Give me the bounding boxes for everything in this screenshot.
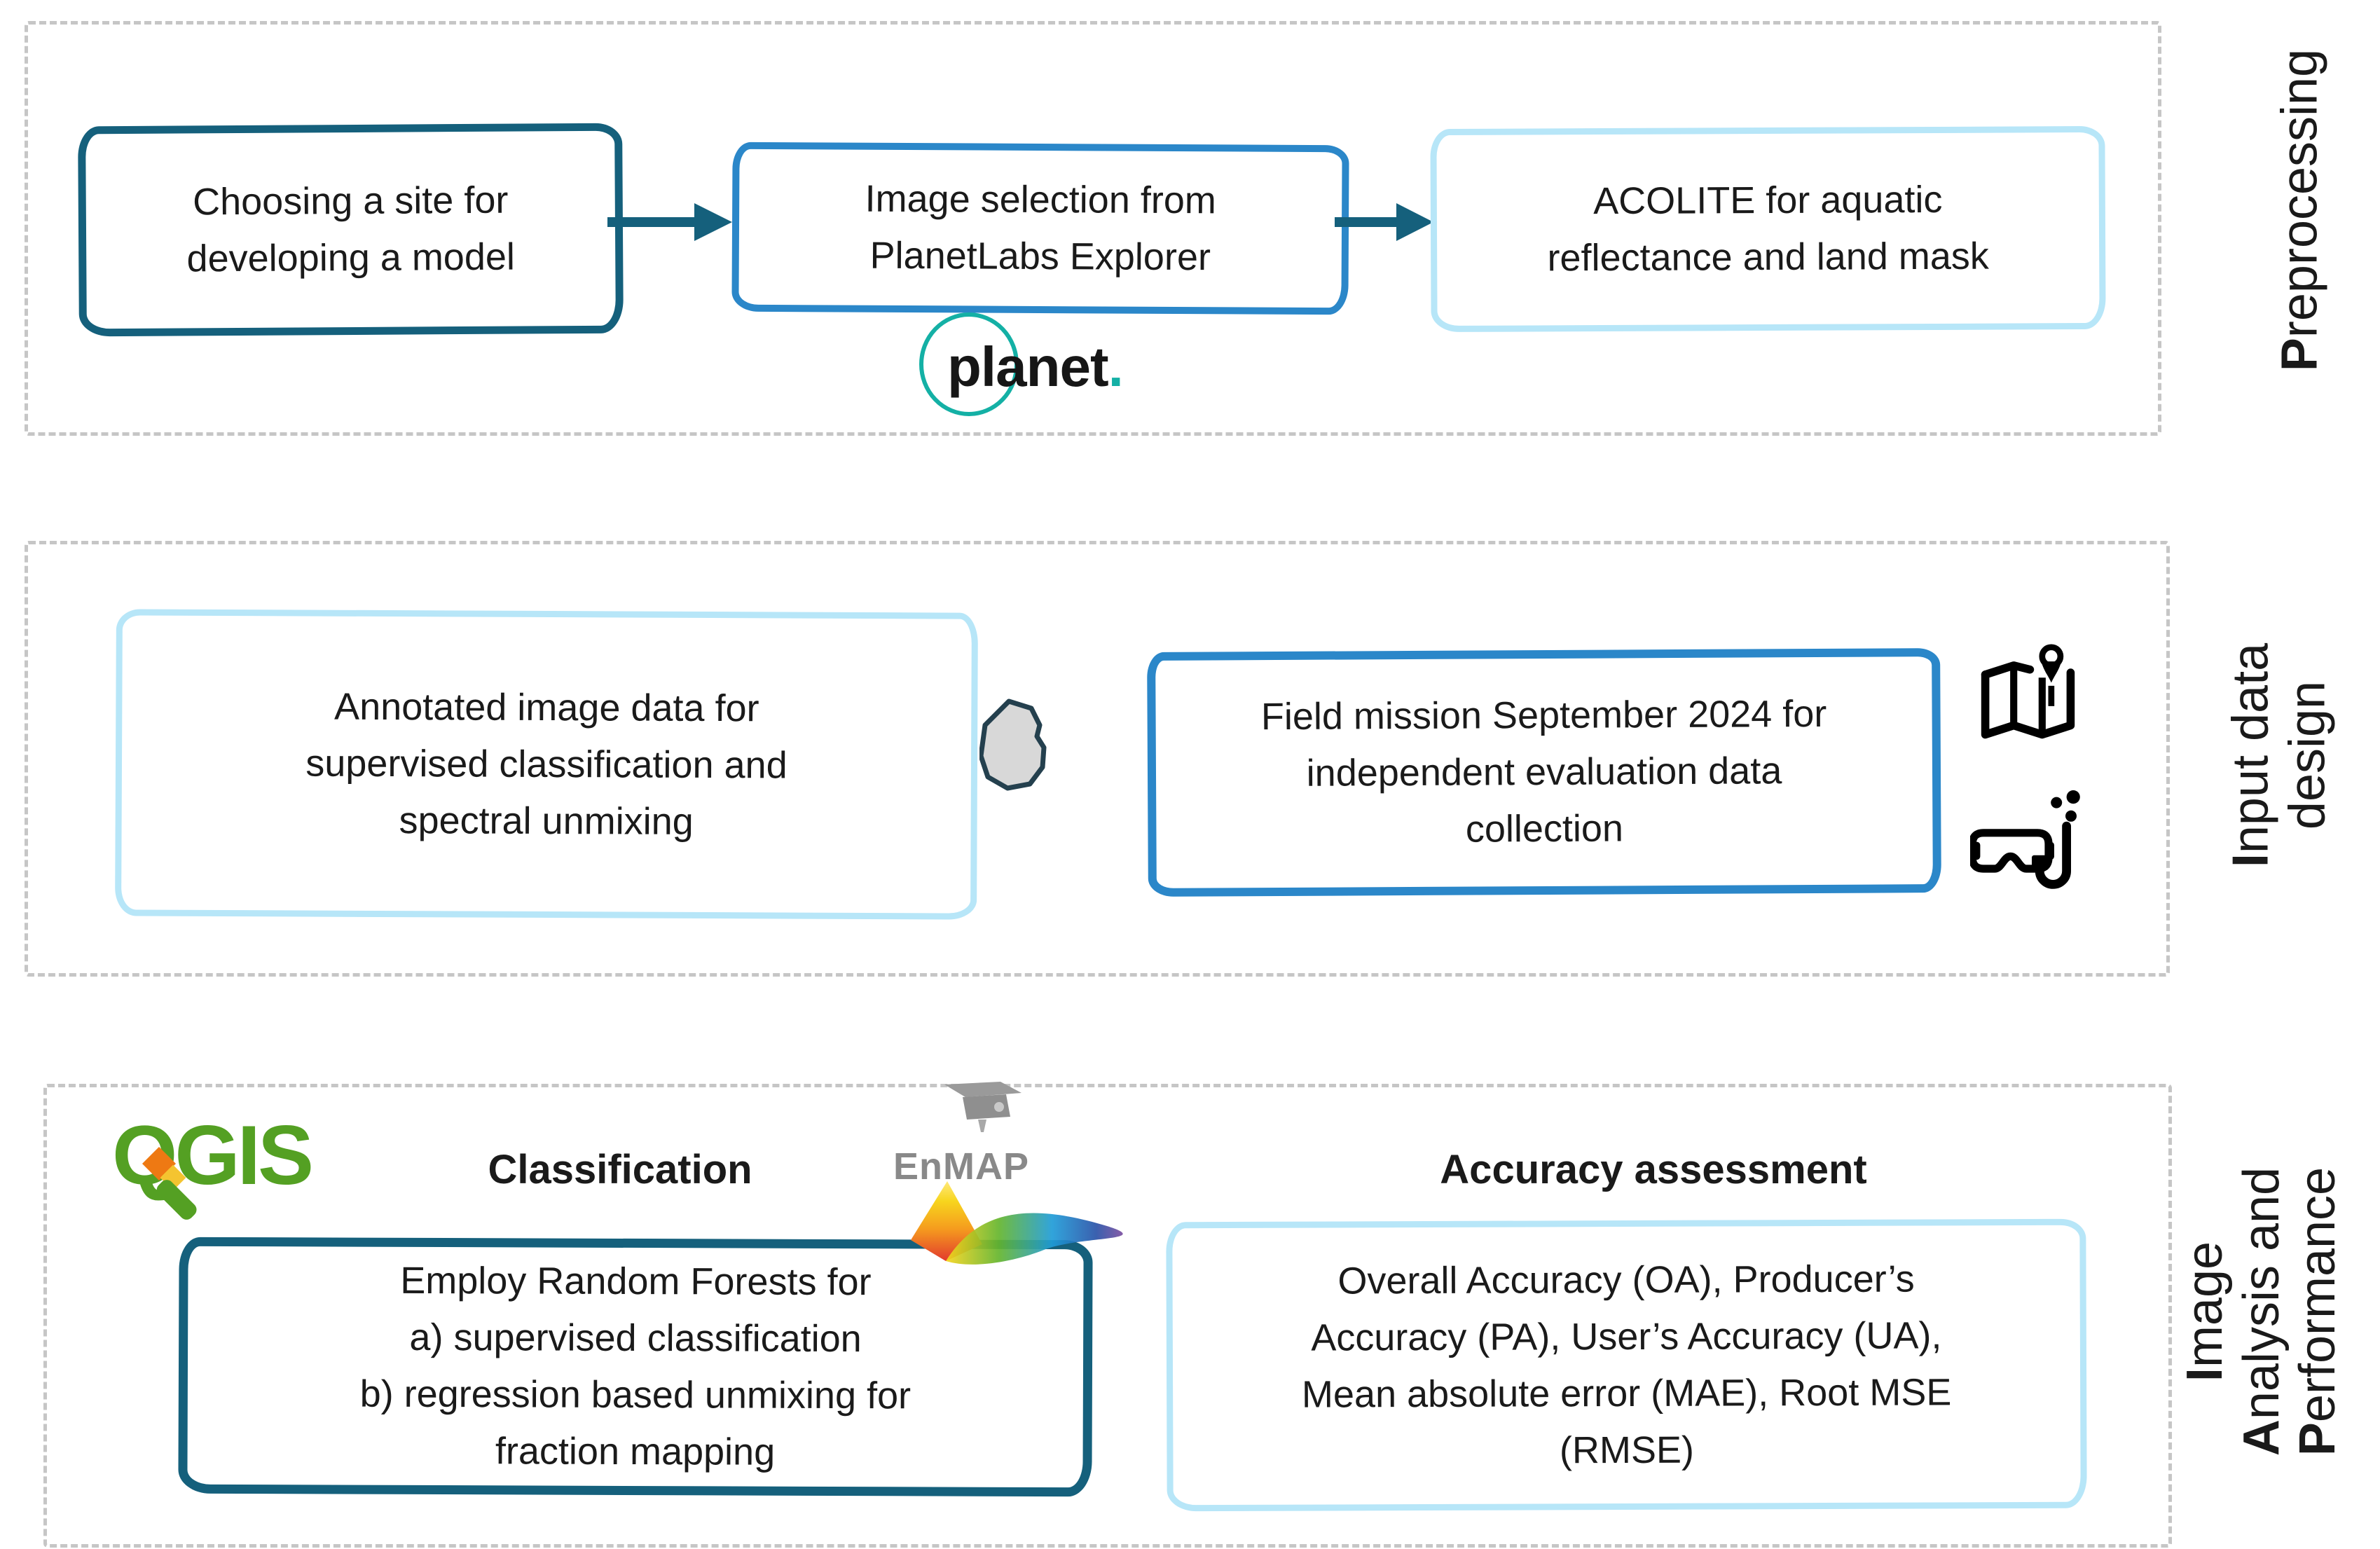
box-field-mission-text: Field mission September 2024 for indepen…: [1260, 692, 1827, 851]
enmap-logo: EnMAP: [876, 1080, 1212, 1269]
box-choosing-site-text: Choosing a site for developing a model: [186, 179, 516, 280]
box-field-mission: Field mission September 2024 for indepen…: [1147, 648, 1941, 897]
enmap-rainbow-icon: [911, 1181, 1123, 1265]
box-accuracy-metrics: Overall Accuracy (OA), Producer’s Accura…: [1166, 1218, 2087, 1512]
box-random-forests: Employ Random Forests for a) supervised …: [178, 1237, 1093, 1497]
planet-logo: planet.: [904, 308, 1170, 420]
planet-logo-dot: .: [1108, 336, 1124, 398]
island-shape-icon: [979, 698, 1047, 791]
box-annotated-data: Annotated image data for supervised clas…: [115, 609, 978, 920]
map-pin-icon: [1981, 644, 2075, 739]
box-acolite: ACOLITE for aquatic reflectance and land…: [1430, 125, 2106, 333]
arrow-right-icon: [1335, 203, 1433, 241]
enmap-logo-text: EnMAP: [893, 1145, 1029, 1187]
section-input-data-design: [25, 541, 2170, 977]
qgis-arrow-icon: [142, 1146, 197, 1220]
qgis-logo: QGIS: [112, 1107, 378, 1233]
label-preprocessing: Preprocessing: [2271, 48, 2328, 372]
planet-logo-text: planet.: [947, 336, 1124, 398]
planet-circle-icon: [919, 312, 1019, 416]
enmap-satellite-icon: [944, 1082, 1022, 1132]
label-image-analysis-performance: Image Analysis and Performance: [2177, 1166, 2346, 1457]
box-choosing-site: Choosing a site for developing a model: [78, 123, 624, 337]
section-preprocessing: [25, 21, 2161, 436]
classification-header: Classification: [488, 1147, 752, 1192]
box-random-forests-text: Employ Random Forests for a) supervised …: [359, 1259, 912, 1473]
arrow-right-icon: [607, 203, 732, 241]
snorkel-mask-icon: [1970, 790, 2080, 889]
box-accuracy-metrics-text: Overall Accuracy (OA), Producer’s Accura…: [1301, 1258, 1952, 1471]
box-acolite-text: ACOLITE for aquatic reflectance and land…: [1547, 178, 1989, 280]
accuracy-assessment-header: Accuracy assessment: [1440, 1147, 1867, 1192]
box-image-selection: Image selection from PlanetLabs Explorer: [731, 142, 1349, 315]
qgis-logo-text: QGIS: [112, 1108, 314, 1202]
label-input-data-design: Input data design: [2222, 642, 2335, 868]
box-annotated-data-text: Annotated image data for supervised clas…: [305, 685, 787, 843]
section-image-analysis: [43, 1084, 2172, 1548]
box-image-selection-text: Image selection from PlanetLabs Explorer: [865, 177, 1216, 279]
